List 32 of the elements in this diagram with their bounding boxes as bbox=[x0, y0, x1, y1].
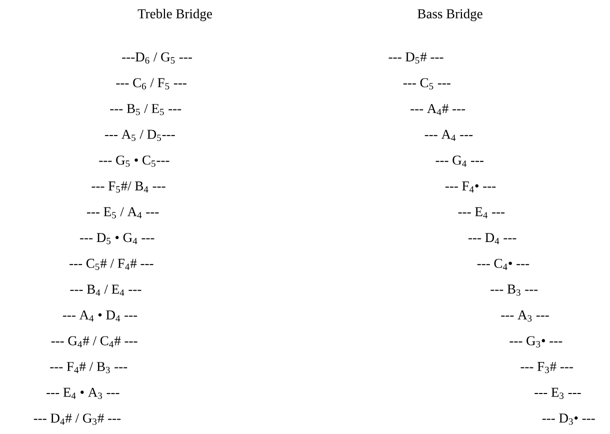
note-row: --- D$_{4}$ --- bbox=[468, 233, 516, 244]
note-row: --- A$_{4}$ --- bbox=[424, 130, 473, 141]
note-row: --- A$_{4}$# --- bbox=[410, 104, 466, 116]
note-row: --- A$_{3}$ --- bbox=[501, 310, 549, 322]
note-row: --- C$_{4}$• --- bbox=[477, 258, 530, 270]
note-row: --- E$_{4}$ --- bbox=[458, 207, 505, 218]
note-row: --- G$_{3}$• --- bbox=[510, 336, 562, 348]
note-row: --- E$_{5}$ / A$_{4}$ --- bbox=[86, 207, 159, 218]
note-row: --- B$_{3}$ --- bbox=[490, 284, 538, 296]
note-row: --- B$_{5}$ / E$_{5}$ --- bbox=[110, 104, 182, 116]
note-row: --- D$_{5}$ • G$_{4}$ --- bbox=[80, 233, 154, 244]
note-row: --- G$_{4}$ --- bbox=[436, 156, 484, 167]
note-row: --- G$_{5}$ • C$_{5}$--- bbox=[99, 156, 170, 167]
note-row: --- B$_{4}$ / E$_{4}$ --- bbox=[70, 284, 142, 296]
note-row: --- G$_{4}$# / C$_{4}$# --- bbox=[51, 336, 138, 348]
note-row: --- E$_{3}$ --- bbox=[534, 388, 581, 399]
note-row: --- F$_{3}$# --- bbox=[520, 362, 573, 374]
note-row: --- D$_{5}$# --- bbox=[388, 52, 444, 64]
note-row: --- D$_{4}$# / G$_{3}$# --- bbox=[34, 414, 121, 425]
note-row: --- F$_{5}$#/ B$_{4}$ --- bbox=[92, 181, 166, 193]
note-row: --- C$_{6}$ / F$_{5}$ --- bbox=[116, 78, 186, 90]
note-row: --- A$_{5}$ / D$_{5}$--- bbox=[105, 130, 175, 141]
note-row: --- F$_{4}$• --- bbox=[445, 182, 496, 192]
note-row: --- E$_{4}$ • A$_{3}$ --- bbox=[46, 388, 120, 399]
note-row: --- C$_{5}$ --- bbox=[403, 78, 450, 90]
note-row: ---D$_{6}$ / G$_{5}$ --- bbox=[122, 52, 192, 64]
note-row: --- F$_{4}$# / B$_{3}$ --- bbox=[50, 362, 128, 374]
note-row: --- A$_{4}$ • D$_{4}$ --- bbox=[62, 310, 138, 322]
note-row: --- D$_{3}$• --- bbox=[542, 414, 595, 425]
heading: Treble Bridge bbox=[138, 8, 212, 22]
heading: Bass Bridge bbox=[418, 8, 482, 22]
note-row: --- C$_{5}$# / F$_{4}$# --- bbox=[70, 258, 154, 270]
